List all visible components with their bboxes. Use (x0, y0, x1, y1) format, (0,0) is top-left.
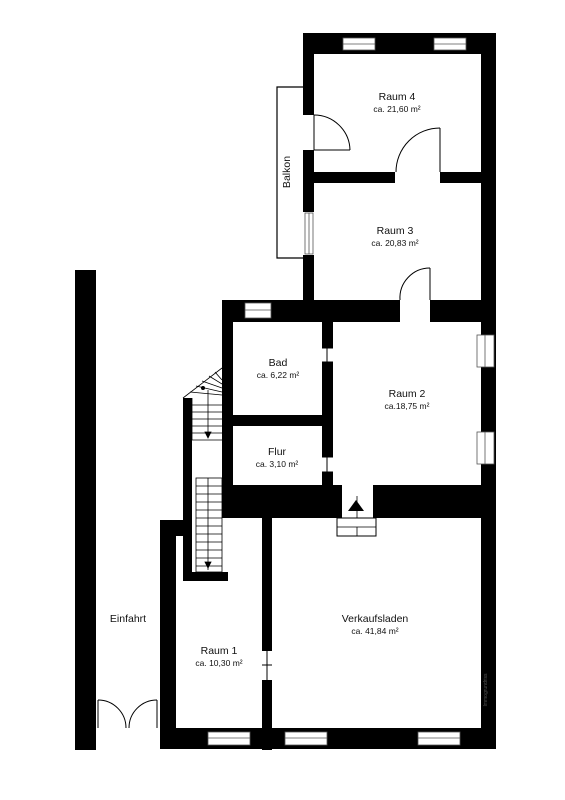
entrance-steps (336, 496, 377, 537)
balcony (276, 86, 303, 259)
watermark: Immogrundriss (483, 673, 489, 707)
room-name: Raum 4 (379, 91, 416, 103)
windows (207, 37, 495, 746)
walls (160, 33, 496, 750)
room-name: Flur (268, 446, 287, 458)
room-raum3: Raum 3 ca. 20,83 m² (371, 225, 418, 248)
room-area: ca. 10,30 m² (195, 658, 242, 668)
room-name: Bad (269, 357, 288, 369)
room-area: ca. 3,10 m² (256, 459, 299, 469)
room-area: ca. 41,84 m² (351, 626, 398, 636)
room-bad: Bad ca. 6,22 m² (257, 357, 300, 380)
door-ticks (222, 347, 390, 749)
room-verkaufsladen: Verkaufsladen ca. 41,84 m² (342, 613, 409, 636)
doors (97, 114, 441, 729)
staircase (182, 367, 223, 573)
room-area: ca. 21,60 m² (373, 104, 420, 114)
room-flur: Flur ca. 3,10 m² (256, 446, 299, 469)
room-raum2: Raum 2 ca.18,75 m² (385, 388, 430, 411)
room-raum4: Raum 4 ca. 21,60 m² (373, 91, 420, 114)
room-area: ca.18,75 m² (385, 401, 430, 411)
room-name: Raum 2 (389, 388, 426, 400)
room-name: Raum 1 (201, 645, 238, 657)
room-name: Verkaufsladen (342, 613, 409, 625)
room-name: Raum 3 (377, 225, 414, 237)
room-area: ca. 20,83 m² (371, 238, 418, 248)
room-area: ca. 6,22 m² (257, 370, 300, 380)
room-raum1: Raum 1 ca. 10,30 m² (195, 645, 242, 668)
balkon-label: Balkon (281, 156, 293, 188)
driveway-wall (75, 270, 96, 750)
einfahrt-label: Einfahrt (110, 613, 146, 625)
